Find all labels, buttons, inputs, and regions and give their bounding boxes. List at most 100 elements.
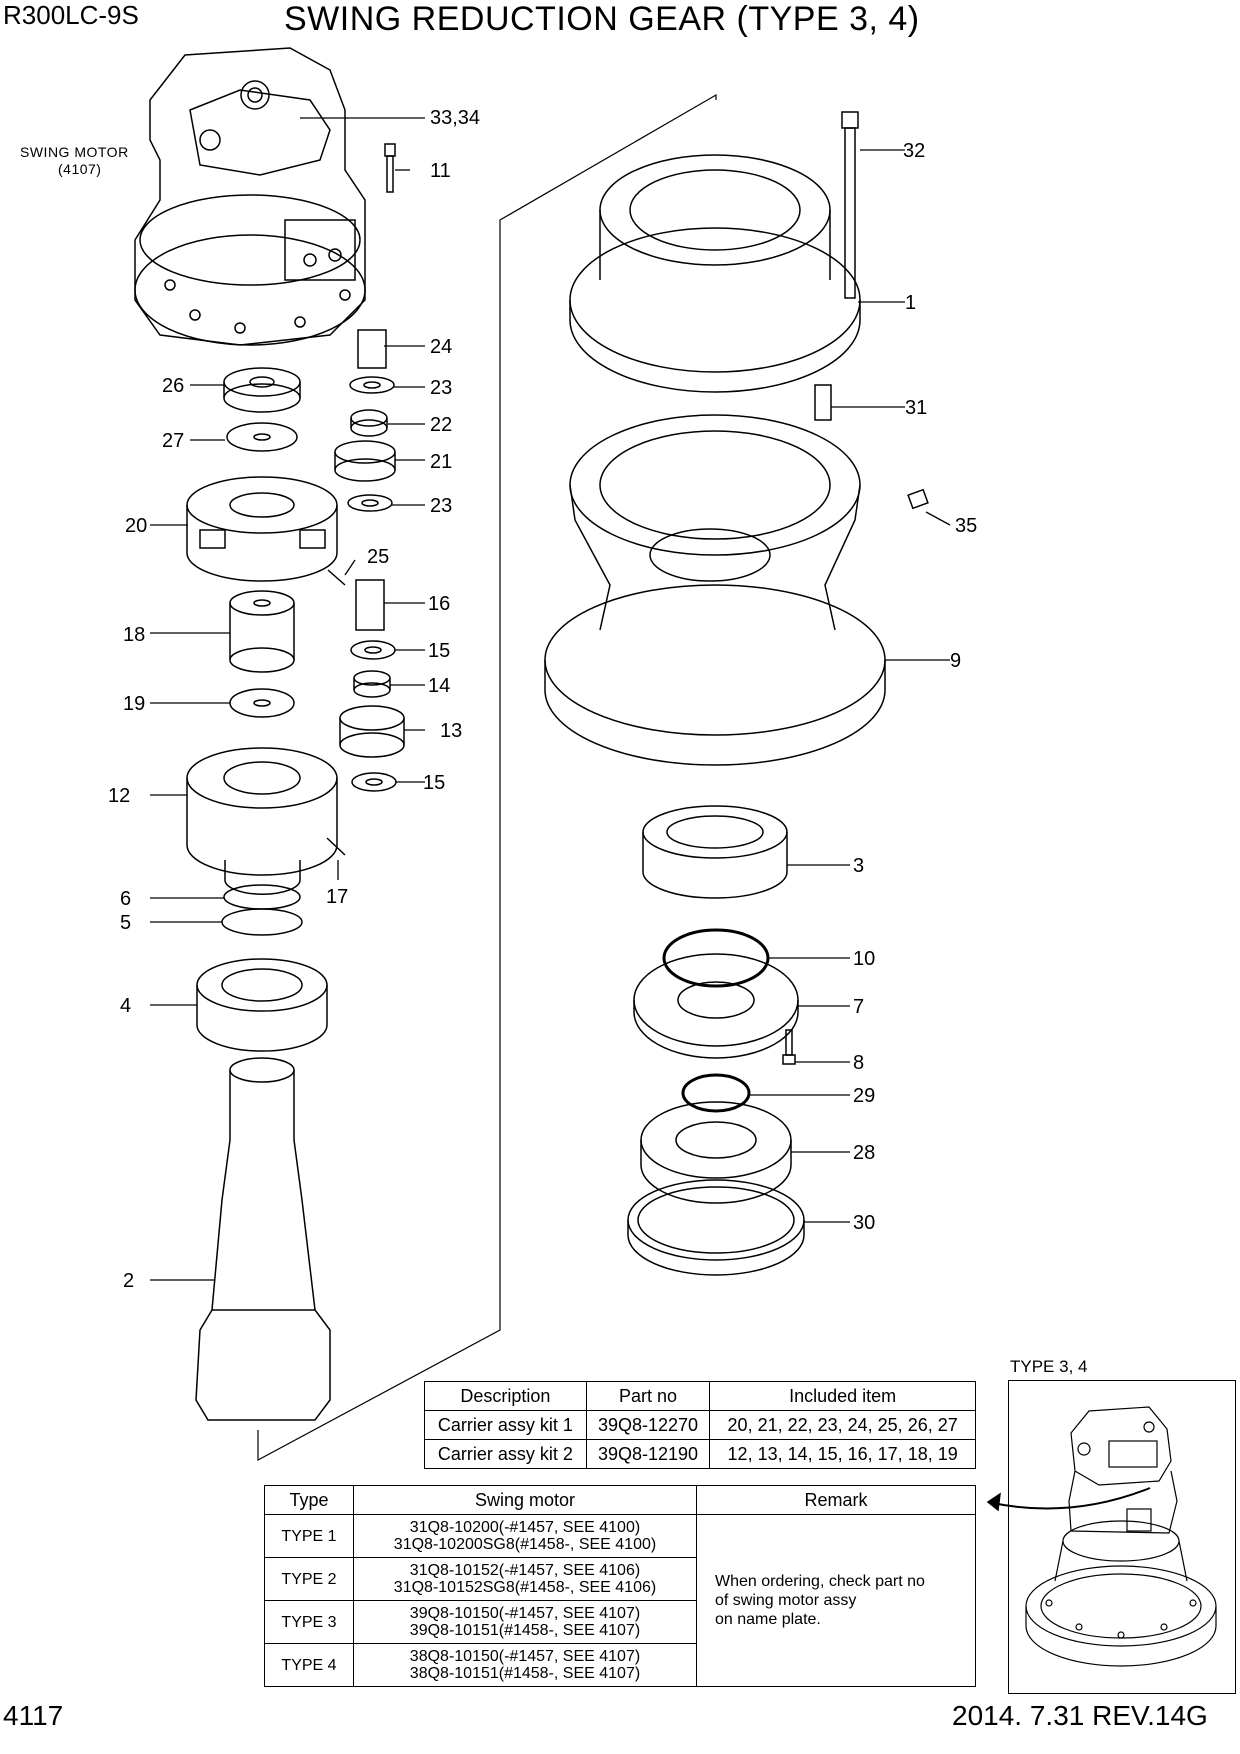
callout-11: 11: [430, 160, 451, 182]
callout-8: 8: [853, 1052, 864, 1074]
leader-lines: [150, 117, 951, 1281]
model-code: R300LC-9S: [3, 0, 139, 30]
swing-motor-type-table: Type Swing motor Remark TYPE 1 31Q8-1020…: [264, 1485, 976, 1687]
kit-part-no: 39Q8-12190: [585, 1439, 711, 1469]
washer-23b: [347, 494, 393, 512]
motor-part-cell: 31Q8-10152(-#1457, SEE 4106) 31Q8-10152S…: [353, 1557, 697, 1601]
callout-10: 10: [853, 948, 875, 970]
callout-2: 2: [123, 1270, 134, 1292]
callout-15b: 15: [423, 772, 445, 794]
motor-part-cell: 31Q8-10200(-#1457, SEE 4100) 31Q8-10200S…: [353, 1514, 697, 1558]
o-ring-29: [681, 1073, 751, 1113]
callout-24: 24: [430, 336, 452, 358]
gear-26: [223, 367, 301, 413]
type-col-remark: Remark: [696, 1485, 976, 1515]
motor-part-line1: 31Q8-10200(-#1457, SEE 4100): [409, 1519, 641, 1536]
callout-18: 18: [123, 624, 145, 646]
bearing-22: [350, 409, 388, 437]
type-col-type: Type: [264, 1485, 354, 1515]
callout-9: 9: [950, 650, 961, 672]
callout-1: 1: [905, 292, 916, 314]
swing-motor-drawing: [134, 47, 366, 346]
plate-7: [633, 953, 799, 1059]
motor-part-line1: 31Q8-10152(-#1457, SEE 4106): [409, 1562, 641, 1579]
gear-21: [334, 440, 396, 482]
type-name: TYPE 3: [264, 1600, 354, 1644]
callout-5: 5: [120, 912, 131, 934]
bearing-4: [196, 958, 328, 1052]
type-col-motor: Swing motor: [353, 1485, 697, 1515]
callout-26: 26: [162, 375, 184, 397]
bolt-32: [841, 111, 859, 299]
type-name: TYPE 1: [264, 1514, 354, 1558]
pin-25: [327, 569, 346, 586]
callout-16: 16: [428, 593, 450, 615]
remark-line2: of swing motor assy: [715, 1592, 857, 1609]
inset-motor-drawing: [1025, 1406, 1217, 1667]
pin-31: [814, 384, 832, 421]
inset-label: TYPE 3, 4: [1010, 1357, 1088, 1376]
swing-motor-ref: (4107): [58, 161, 101, 177]
table-row: TYPE 1 31Q8-10200(-#1457, SEE 4100) 31Q8…: [264, 1514, 976, 1687]
kit-included: 12, 13, 14, 15, 16, 17, 18, 19: [709, 1439, 976, 1469]
kit-description: Carrier assy kit 2: [424, 1439, 587, 1469]
bolt-8: [782, 1029, 796, 1065]
callout-31: 31: [905, 397, 927, 419]
housing-9: [544, 414, 886, 766]
callout-13: 13: [440, 720, 462, 742]
callout-3: 3: [853, 855, 864, 877]
motor-part-line1: 38Q8-10150(-#1457, SEE 4107): [409, 1648, 641, 1665]
pin-17: [326, 837, 346, 856]
callout-14: 14: [428, 675, 450, 697]
bearing-14: [353, 670, 391, 698]
table-row: TYPE 2 31Q8-10152(-#1457, SEE 4106) 31Q8…: [264, 1557, 976, 1601]
date-revision: 2014. 7.31 REV.14G: [952, 1700, 1208, 1731]
washer-27: [226, 422, 298, 452]
ring-6-5: [221, 884, 303, 936]
page-title: SWING REDUCTION GEAR (TYPE 3, 4): [284, 0, 920, 38]
bearing-3: [642, 805, 788, 899]
washer-15a: [350, 640, 396, 660]
seal-30: [627, 1179, 805, 1276]
motor-part-line1: 39Q8-10150(-#1457, SEE 4107): [409, 1605, 641, 1622]
carrier-20: [186, 476, 338, 582]
callout-23b: 23: [430, 495, 452, 517]
table-row: TYPE 4 38Q8-10150(-#1457, SEE 4107) 38Q8…: [264, 1643, 976, 1687]
remark-line3: on name plate.: [715, 1611, 821, 1628]
callout-33-34: 33,34: [430, 107, 480, 129]
motor-part-line2: 38Q8-10151(#1458-, SEE 4107): [409, 1665, 641, 1682]
table-row: TYPE 3 39Q8-10150(-#1457, SEE 4107) 39Q8…: [264, 1600, 976, 1644]
ring-gear-1: [569, 154, 861, 393]
callout-22: 22: [430, 414, 452, 436]
gear-18: [229, 590, 295, 673]
callout-21: 21: [430, 451, 452, 473]
callout-32: 32: [903, 140, 925, 162]
motor-part-line2: 31Q8-10152SG8(#1458-, SEE 4106): [393, 1579, 657, 1596]
callout-17: 17: [326, 886, 348, 908]
type-name: TYPE 4: [264, 1643, 354, 1687]
seal-28: [640, 1101, 792, 1204]
callout-23a: 23: [430, 377, 452, 399]
kit-included: 20, 21, 22, 23, 24, 25, 26, 27: [709, 1410, 976, 1440]
page-number: 4117: [3, 1700, 64, 1731]
pinion-shaft-2: [195, 1057, 331, 1421]
callout-7: 7: [853, 996, 864, 1018]
carrier-kit-table: Description Part no Included item Carrie…: [424, 1381, 976, 1469]
motor-part-line2: 39Q8-10151(#1458-, SEE 4107): [409, 1622, 641, 1639]
pin-16: [355, 579, 385, 631]
table-row: Carrier assy kit 1 39Q8-12270 20, 21, 22…: [424, 1410, 976, 1440]
kit-description: Carrier assy kit 1: [424, 1410, 587, 1440]
callout-29: 29: [853, 1085, 875, 1107]
kit-part-no: 39Q8-12270: [585, 1410, 711, 1440]
pin-24: [357, 329, 387, 369]
remark-cell: When ordering, check part no of swing mo…: [696, 1514, 976, 1687]
table-row: Carrier assy kit 2 39Q8-12190 12, 13, 14…: [424, 1439, 976, 1469]
callout-28: 28: [853, 1142, 875, 1164]
washer-19: [229, 688, 295, 718]
motor-part-cell: 39Q8-10150(-#1457, SEE 4107) 39Q8-10151(…: [353, 1600, 697, 1644]
callout-6: 6: [120, 888, 131, 910]
plug-35: [907, 488, 929, 510]
callout-27: 27: [162, 430, 184, 452]
type-inset-box: [1008, 1380, 1236, 1694]
